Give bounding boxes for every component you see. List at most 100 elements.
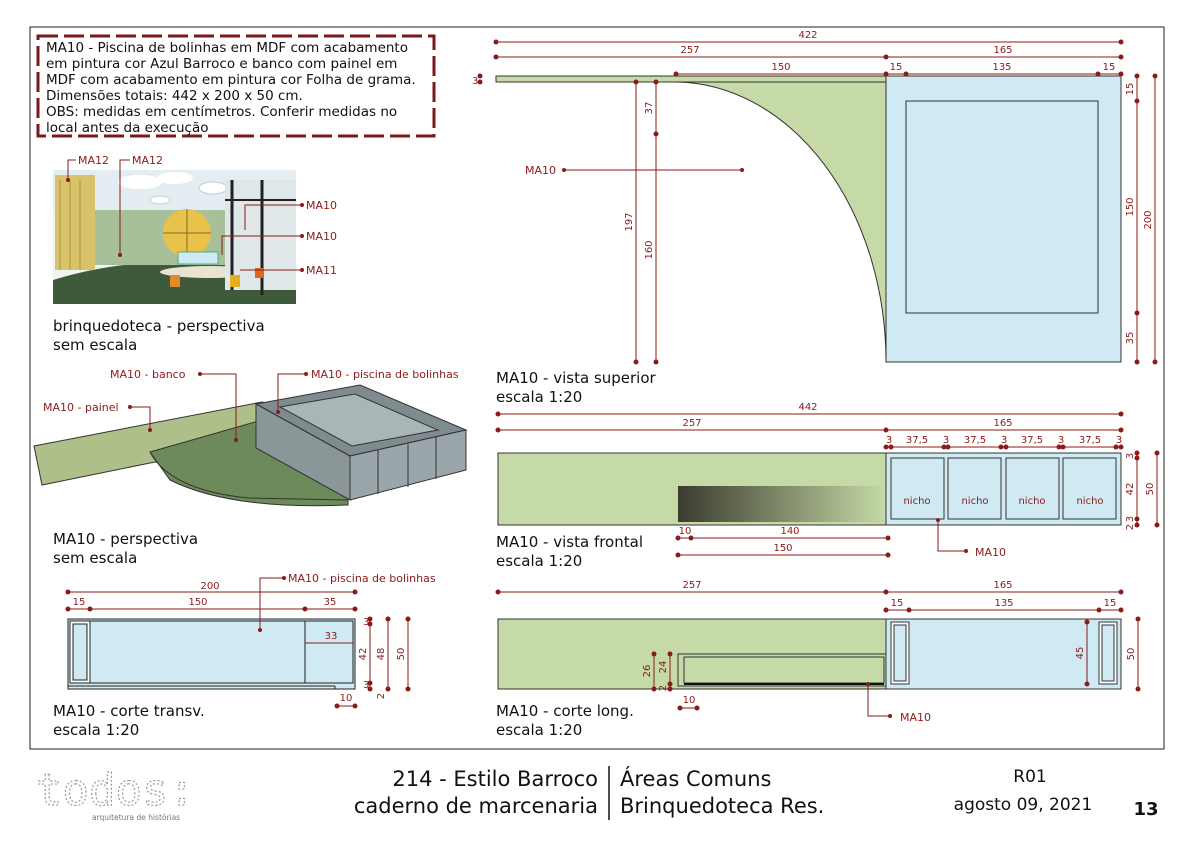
dim-top-150v: 150 xyxy=(1125,197,1136,216)
dim-long-10: 10 xyxy=(683,695,696,706)
caption-front-view-scale: escala 1:20 xyxy=(496,552,582,570)
dim-transv-15: 15 xyxy=(73,597,86,608)
piece-perspective-tags: MA10 - banco MA10 - piscina de bolinhas … xyxy=(43,368,459,442)
dim-long-15b: 15 xyxy=(1104,598,1117,609)
room-perspective-render xyxy=(53,170,296,304)
tag-top-ma10: MA10 xyxy=(525,164,556,177)
tag-ma12-b: MA12 xyxy=(132,154,163,167)
piece-perspective-3d xyxy=(33,384,468,507)
dim-front-42: 42 xyxy=(1125,483,1136,496)
dim-long-24: 24 xyxy=(658,661,669,674)
note-line-5: OBS: medidas em centímetros. Conferir me… xyxy=(46,104,397,120)
room-perspective-tags: MA12 MA12 MA10 MA10 MA11 xyxy=(66,154,337,277)
dim-top-15c: 15 xyxy=(1125,83,1136,96)
tag-ma10-banco: MA10 - banco xyxy=(110,368,186,381)
tag-long-ma10: MA10 xyxy=(900,711,931,724)
tag-ma11: MA11 xyxy=(306,264,337,277)
dim-front-n3d: 3 xyxy=(1058,435,1064,446)
title-block: todos: arquitetura de histórias 214 - Es… xyxy=(35,764,1158,822)
top-view-dimensions: 422 257 165 150 15 135 15 3 37 197 160 1… xyxy=(472,30,1158,365)
revision: R01 xyxy=(1013,767,1046,787)
tag-ma10-piscina: MA10 - piscina de bolinhas xyxy=(311,368,459,381)
book-name: caderno de marcenaria xyxy=(354,794,598,818)
dim-front-165: 165 xyxy=(993,418,1012,429)
caption-top-view-scale: escala 1:20 xyxy=(496,388,582,406)
dim-front-150: 150 xyxy=(773,543,792,554)
dim-transv-10: 10 xyxy=(340,693,353,704)
specification-note: MA10 - Piscina de bolinhas em MDF com ac… xyxy=(36,34,436,138)
dim-top-197: 197 xyxy=(624,212,635,231)
dim-top-160: 160 xyxy=(644,240,655,259)
tag-ma12-a: MA12 xyxy=(78,154,109,167)
dim-top-37: 37 xyxy=(644,102,655,115)
dim-front-r3b: 3 xyxy=(1125,516,1136,522)
cross-section-drawing xyxy=(67,618,356,690)
dim-long-15a: 15 xyxy=(891,598,904,609)
page-number: 13 xyxy=(1133,799,1158,820)
front-view-dimensions: 442 257 165 3 37,5 3 37,5 3 37,5 3 37,5 … xyxy=(495,402,1160,559)
date: agosto 09, 2021 xyxy=(954,795,1093,815)
dim-top-35: 35 xyxy=(1125,332,1136,345)
dim-front-n3e: 3 xyxy=(1116,435,1122,446)
dim-transv-150: 150 xyxy=(188,597,207,608)
dim-long-257: 257 xyxy=(682,580,701,591)
tag-ma10-b: MA10 xyxy=(306,230,337,243)
dim-long-50: 50 xyxy=(1126,648,1137,661)
dim-front-n37b: 37,5 xyxy=(964,435,986,446)
dim-front-n3c: 3 xyxy=(1001,435,1007,446)
cross-section-dimensions: 200 15 150 35 33 3 42 48 50 3 10 2 MA10 … xyxy=(65,572,436,709)
caption-long-section-scale: escala 1:20 xyxy=(496,721,582,739)
dim-transv-48: 48 xyxy=(376,648,387,661)
dim-top-422: 422 xyxy=(798,30,817,41)
dim-top-200: 200 xyxy=(1143,210,1154,229)
front-view-drawing: nicho nicho nicho nicho xyxy=(497,452,1122,526)
dim-long-26: 26 xyxy=(642,665,653,678)
dim-transv-42: 42 xyxy=(358,648,369,661)
dim-transv-50: 50 xyxy=(396,648,407,661)
note-line-4: Dimensões totais: 442 x 200 x 50 cm. xyxy=(46,88,303,104)
dim-top-150: 150 xyxy=(771,62,790,73)
dim-front-257: 257 xyxy=(682,418,701,429)
dim-front-50: 50 xyxy=(1145,483,1156,496)
longitudinal-section-dimensions: 257 165 15 135 15 26 24 2 10 45 50 MA10 xyxy=(495,580,1141,724)
logo-tagline: arquitetura de histórias xyxy=(92,813,180,822)
logo-wordmark: todos: xyxy=(36,765,195,816)
tag-ma10-a: MA10 xyxy=(306,199,337,212)
dim-transv-3b: 3 xyxy=(363,680,369,691)
caption-front-view-title: MA10 - vista frontal xyxy=(496,533,643,551)
dim-top-15b: 15 xyxy=(1103,62,1116,73)
dim-top-135: 135 xyxy=(992,62,1011,73)
dim-top-257: 257 xyxy=(680,45,699,56)
dim-front-r2: 2 xyxy=(1125,524,1136,530)
note-line-1: MA10 - Piscina de bolinhas em MDF com ac… xyxy=(46,40,408,56)
tag-front-ma10: MA10 xyxy=(975,546,1006,559)
note-line-2: em pintura cor Azul Barroco e banco com … xyxy=(46,56,397,72)
dim-top-3: 3 xyxy=(472,76,478,87)
tag-transv-piscina: MA10 - piscina de bolinhas xyxy=(288,572,436,585)
dim-long-45: 45 xyxy=(1075,647,1086,660)
caption-piece-perspective-scale: sem escala xyxy=(53,549,137,567)
dim-front-r3a: 3 xyxy=(1125,453,1136,459)
dim-long-135: 135 xyxy=(994,598,1013,609)
tag-ma10-painel: MA10 - painel xyxy=(43,401,119,414)
room-name: Brinquedoteca Res. xyxy=(620,794,824,818)
longitudinal-section-drawing xyxy=(497,618,1122,690)
dim-transv-2: 2 xyxy=(376,693,387,699)
top-view-drawing xyxy=(495,75,1122,363)
dim-front-442: 442 xyxy=(798,402,817,413)
dim-top-165: 165 xyxy=(993,45,1012,56)
niche-label-1: nicho xyxy=(903,496,930,507)
project-name: 214 - Estilo Barroco xyxy=(392,767,598,791)
dim-front-140: 140 xyxy=(780,526,799,537)
caption-room-perspective-title: brinquedoteca - perspectiva xyxy=(53,317,265,335)
dim-long-165: 165 xyxy=(993,580,1012,591)
dim-long-2: 2 xyxy=(658,685,669,691)
note-line-6: local antes da execução xyxy=(46,120,209,136)
dim-front-n3a: 3 xyxy=(886,435,892,446)
note-line-3: MDF com acabamento em pintura cor Folha … xyxy=(46,72,416,88)
dim-front-n37d: 37,5 xyxy=(1079,435,1101,446)
niche-label-2: nicho xyxy=(961,496,988,507)
dim-top-15a: 15 xyxy=(890,62,903,73)
dim-front-n37a: 37,5 xyxy=(906,435,928,446)
